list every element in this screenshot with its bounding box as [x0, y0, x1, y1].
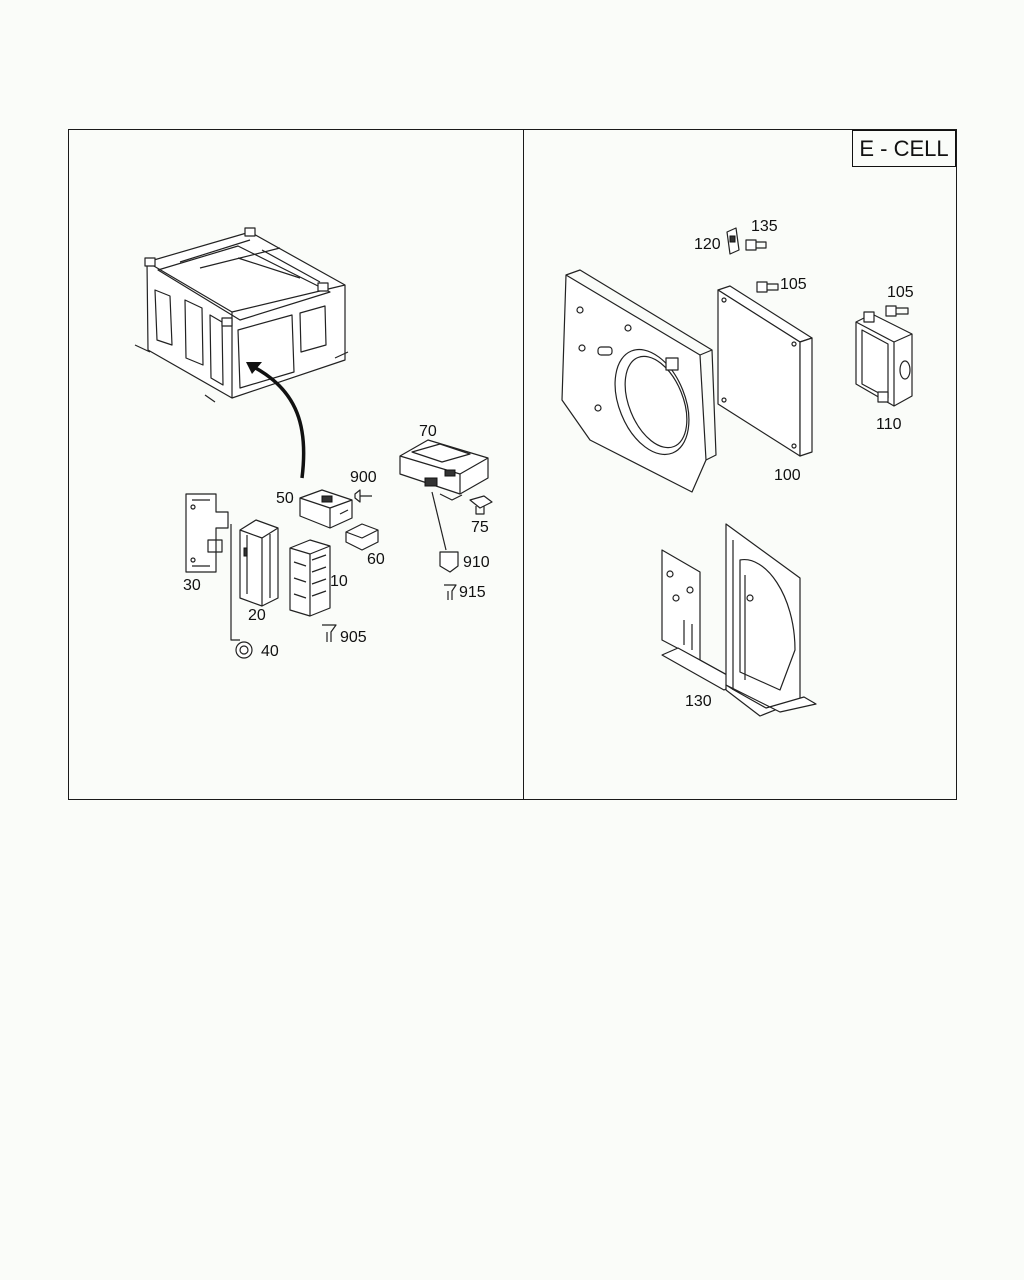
part-105-bolt-b	[885, 305, 909, 317]
callout-30: 30	[183, 577, 201, 594]
callout-100: 100	[774, 467, 801, 484]
callout-20: 20	[248, 607, 266, 624]
callout-70: 70	[419, 423, 437, 440]
part-20-housing	[239, 519, 279, 607]
part-910-connector	[439, 551, 459, 573]
part-915-screw	[444, 584, 457, 600]
part-135-bolt	[745, 239, 767, 251]
callout-130: 130	[685, 693, 712, 710]
callout-105-right: 105	[887, 284, 914, 301]
callout-110: 110	[876, 416, 902, 433]
callout-915: 915	[459, 584, 486, 601]
part-130-bracket	[661, 523, 817, 717]
part-10-fuse-block	[289, 539, 331, 617]
callout-905: 905	[340, 629, 367, 646]
callout-75: 75	[471, 519, 489, 536]
leader-910	[431, 491, 447, 551]
callout-120: 120	[694, 236, 721, 253]
part-110-controller	[855, 311, 913, 407]
part-30-bracket	[185, 493, 229, 573]
part-120-clip	[726, 227, 740, 255]
part-70-module	[399, 439, 489, 501]
install-arrow	[246, 362, 306, 479]
callout-10: 10	[330, 573, 348, 590]
battery-frame-part	[134, 227, 349, 403]
cell-badge: E - CELL	[852, 130, 956, 167]
part-105-bolt-a	[756, 281, 779, 293]
mounting-plate-part	[561, 269, 717, 493]
right-panel-frame	[523, 129, 957, 800]
callout-910: 910	[463, 554, 490, 571]
part-40-nut	[230, 524, 253, 659]
part-100-plate	[717, 285, 813, 457]
callout-105-left: 105	[780, 276, 807, 293]
callout-50: 50	[276, 490, 294, 507]
callout-40: 40	[261, 643, 279, 660]
callout-60: 60	[367, 551, 385, 568]
part-905-screw	[322, 624, 337, 642]
part-75-clip	[469, 495, 493, 515]
part-900-pin	[354, 489, 372, 503]
callout-900: 900	[350, 469, 377, 486]
part-50-relay	[299, 489, 353, 529]
callout-135: 135	[751, 218, 778, 235]
part-60-cover	[345, 523, 379, 551]
